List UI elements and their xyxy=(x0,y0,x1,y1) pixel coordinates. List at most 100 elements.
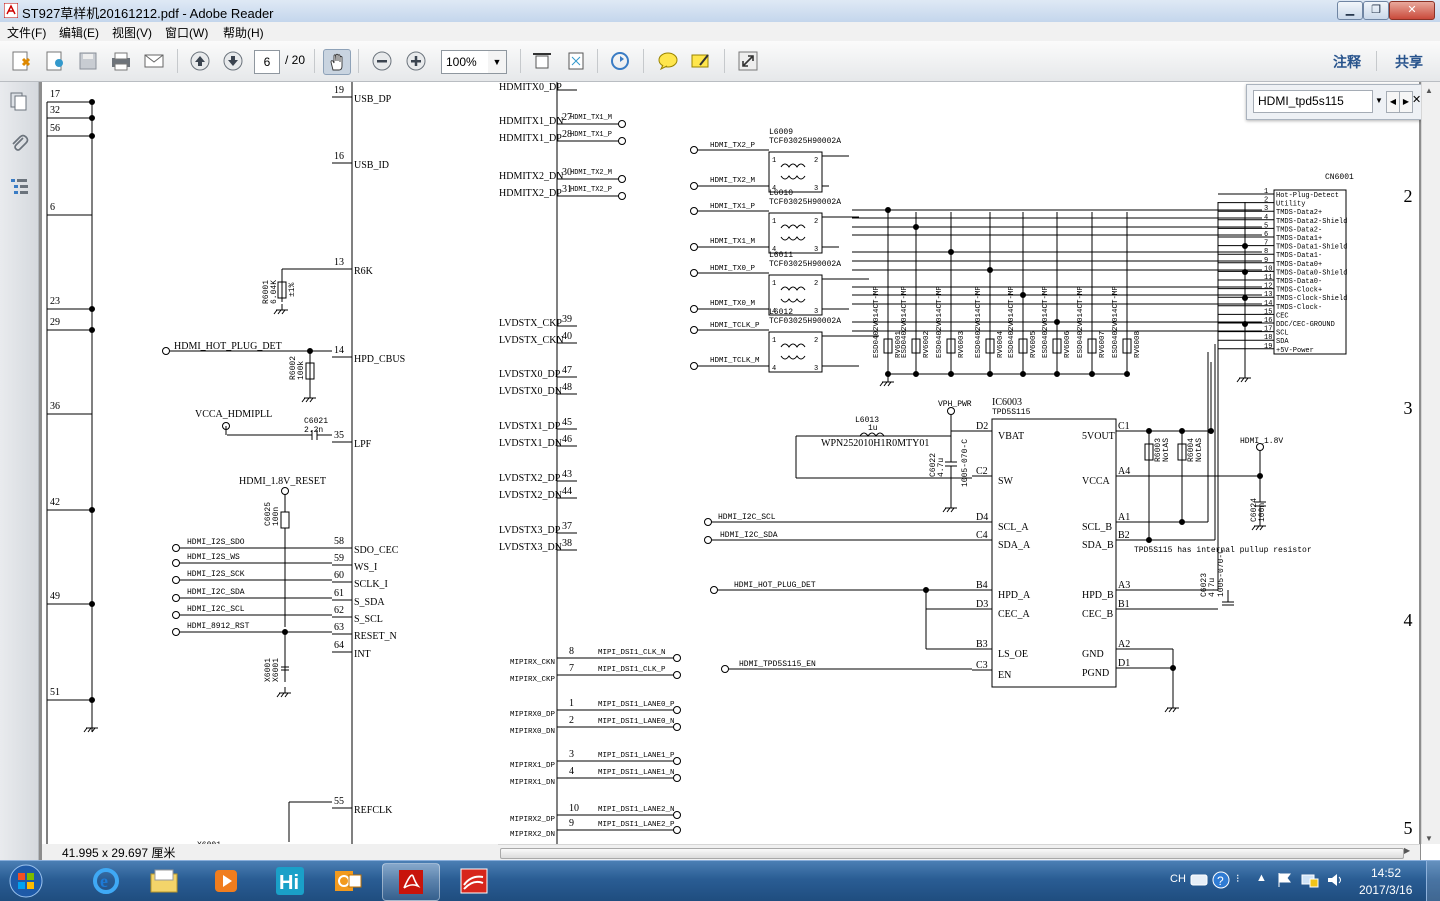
zoom-dropdown-chevron-down-icon[interactable]: ▼ xyxy=(488,50,507,74)
edit-pdf-button[interactable] xyxy=(42,49,68,73)
menu-view[interactable]: 视图(V) xyxy=(112,26,152,40)
resistor-R6014 xyxy=(280,511,290,529)
ic-pin-number: D4 xyxy=(976,512,988,523)
ic-pin-number: A3 xyxy=(1118,580,1130,591)
hand-tool-button[interactable] xyxy=(323,49,351,75)
mid-pin-number: 14 xyxy=(334,345,344,356)
scroll-down-icon[interactable]: ▼ xyxy=(1425,834,1433,843)
volume-icon[interactable] xyxy=(1326,871,1344,889)
find-options-chevron-down-icon[interactable]: ▼ xyxy=(1375,96,1383,105)
schematic-label: MIPIRX0_DP xyxy=(510,711,556,719)
find-next-button[interactable]: ▶ xyxy=(1399,91,1413,113)
schematic-label: ESD0402V014CT-MP xyxy=(1008,285,1016,358)
help-icon[interactable]: ? xyxy=(1212,871,1230,889)
tray-flag-icon[interactable] xyxy=(1276,871,1294,889)
menu-window[interactable]: 窗口(W) xyxy=(165,26,209,40)
email-button[interactable] xyxy=(141,49,167,73)
previous-page-button[interactable] xyxy=(187,49,213,73)
left-pin-number: 42 xyxy=(50,497,60,508)
ic-pin-number: B1 xyxy=(1118,599,1130,610)
net-terminal xyxy=(618,137,626,145)
menu-edit[interactable]: 编辑(E) xyxy=(59,26,99,40)
rotate-button[interactable] xyxy=(607,49,633,73)
choke-winding xyxy=(780,224,806,241)
tray-menu-icon[interactable]: ⁝ xyxy=(1236,873,1240,885)
find-previous-button[interactable]: ◀ xyxy=(1386,91,1400,113)
mid-pin-label: S_SDA xyxy=(354,597,385,608)
scroll-right-icon[interactable]: ▶ xyxy=(1404,846,1411,855)
print-button[interactable] xyxy=(108,49,134,73)
taskbar-hi-app-icon[interactable]: Hi xyxy=(262,863,318,899)
taskbar-ie-icon[interactable]: e xyxy=(78,863,134,899)
tray-language[interactable]: CH xyxy=(1170,873,1186,885)
layers-icon[interactable] xyxy=(8,176,30,198)
menu-file[interactable]: 文件(F) xyxy=(7,26,47,40)
tvs-RV6008 xyxy=(1122,338,1132,354)
next-page-button[interactable] xyxy=(220,49,246,73)
left-pin-number: 32 xyxy=(50,105,60,116)
ic-pin-label: HPD_A xyxy=(998,590,1031,601)
scroll-up-icon[interactable]: ▲ xyxy=(1425,86,1433,95)
clock-date[interactable]: 2017/3/16 xyxy=(1359,883,1413,897)
horizontal-scroll-thumb[interactable] xyxy=(500,848,1404,859)
schematic-label: 5 xyxy=(1264,222,1268,230)
schematic-label: 100n xyxy=(1258,503,1267,522)
schematic-label: HDMI_TX0_P xyxy=(710,265,756,273)
fit-width-button[interactable] xyxy=(529,49,555,73)
schematic-label: RV6004 xyxy=(997,330,1005,358)
schematic-label: L6012 xyxy=(769,308,793,317)
attachments-icon[interactable] xyxy=(8,132,30,154)
taskbar-outlook-icon[interactable] xyxy=(320,863,376,899)
taskbar-media-player-icon[interactable] xyxy=(198,863,254,899)
schematic-label: ESD0402V014CT-MP xyxy=(1077,285,1085,358)
save-button[interactable] xyxy=(75,49,101,73)
sticky-note-button[interactable] xyxy=(655,49,681,73)
start-button-icon[interactable] xyxy=(6,862,46,900)
keyboard-icon[interactable] xyxy=(1190,872,1208,888)
network-icon[interactable] xyxy=(1300,871,1320,889)
mid-pin-number: 19 xyxy=(334,85,344,96)
minimize-button[interactable]: ▁ xyxy=(1337,1,1363,20)
zoom-in-button[interactable] xyxy=(403,49,429,73)
schematic-label: RV6007 xyxy=(1099,331,1107,358)
maximize-button[interactable]: ❐ xyxy=(1363,1,1389,20)
schematic-label: 6 xyxy=(1264,231,1268,239)
schematic-label: IC6003 xyxy=(992,397,1022,408)
mid-pin-label: REFCLK xyxy=(354,805,393,816)
taskbar-explorer-icon[interactable] xyxy=(136,863,192,899)
mid-pin-number: 64 xyxy=(334,640,344,651)
taskbar-app-icon[interactable] xyxy=(446,863,502,899)
right-pin-label: LVDSTX3_DN xyxy=(499,542,562,553)
schematic-label: MIPI_DSI1_CLK_P xyxy=(598,666,666,674)
close-button[interactable]: ✕ xyxy=(1389,1,1435,20)
ruler-zone-number: 2 xyxy=(1404,186,1413,206)
comment-pane-button[interactable]: 注释 xyxy=(1333,54,1361,70)
taskbar-adobe-reader-icon[interactable] xyxy=(382,863,440,901)
page-number-input[interactable]: 6 xyxy=(254,50,280,74)
page-thumbnails-icon[interactable] xyxy=(8,90,30,112)
ic-pin-number: C1 xyxy=(1118,421,1130,432)
menu-bar: 文件(F) 编辑(E) 视图(V) 窗口(W) 帮助(H) xyxy=(0,22,1440,42)
menu-help[interactable]: 帮助(H) xyxy=(223,26,264,40)
fit-page-button[interactable] xyxy=(563,49,589,73)
show-hidden-icons-chevron-up-icon[interactable]: ▲ xyxy=(1256,872,1267,884)
find-toolbar: HDMI_tpd5s115 ▼ ◀ ▶ ✕ xyxy=(1246,84,1422,120)
left-pin-number: 51 xyxy=(50,687,60,698)
schematic-label: 4 xyxy=(772,185,776,193)
fullscreen-button[interactable] xyxy=(735,49,761,73)
zoom-level-input[interactable]: 100% xyxy=(441,50,493,74)
right-pin-label: LVDSTX_CKP xyxy=(499,318,562,329)
find-close-icon[interactable]: ✕ xyxy=(1412,94,1422,106)
show-desktop-button[interactable] xyxy=(1426,861,1440,901)
clock-time[interactable]: 14:52 xyxy=(1371,866,1402,880)
zoom-out-button[interactable] xyxy=(369,49,395,73)
create-pdf-button[interactable] xyxy=(8,49,34,73)
share-pane-button[interactable]: 共享 xyxy=(1395,54,1423,70)
net-terminal xyxy=(690,207,698,215)
find-input[interactable]: HDMI_tpd5s115 xyxy=(1253,90,1373,113)
vertical-scrollbar[interactable]: ▲ ▼ xyxy=(1421,82,1440,844)
highlight-text-button[interactable] xyxy=(688,49,714,73)
right-pin-number: 43 xyxy=(562,469,572,480)
horizontal-scrollbar[interactable]: ▶ xyxy=(498,844,1420,861)
